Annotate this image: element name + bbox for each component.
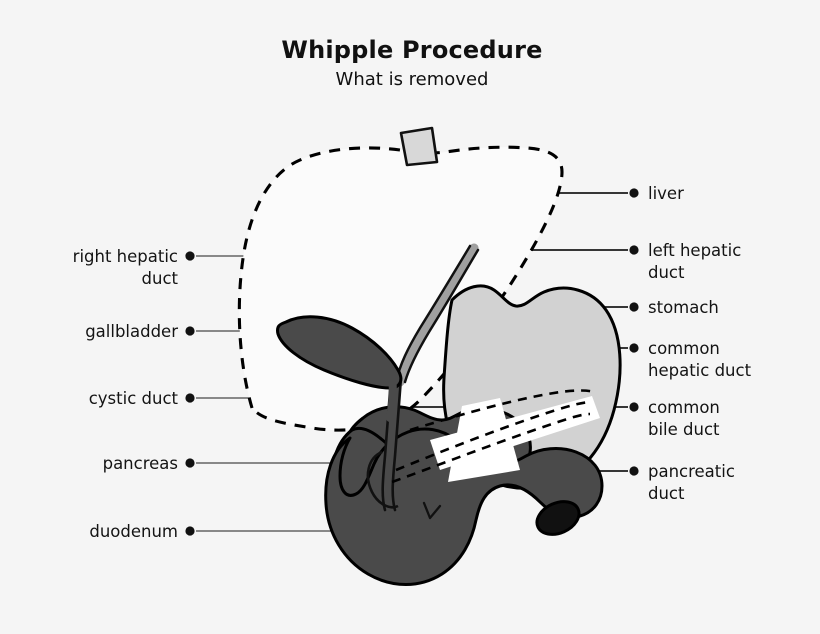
dot-common-hepatic-duct (629, 343, 639, 353)
dot-pancreatic-duct (629, 466, 639, 476)
dot-cystic-duct (185, 393, 195, 403)
labels-left-group: right hepatic duct gallbladder cystic du… (73, 247, 195, 541)
dot-stomach (629, 302, 639, 312)
label-common-hepatic-duct-line2: hepatic duct (648, 361, 752, 380)
dot-gallbladder (185, 326, 195, 336)
duodenum-fold-mark (422, 501, 442, 520)
label-cystic-duct: cystic duct (89, 389, 179, 408)
ampulla-loop (366, 450, 399, 509)
pancreatic-duct-dashed (391, 389, 595, 484)
label-right-hepatic-duct-line2: duct (142, 269, 179, 288)
dot-common-bile-duct (629, 402, 639, 412)
label-pancreatic-duct-line2: duct (648, 484, 685, 503)
cystic-duct-shape (386, 374, 397, 422)
label-left-hepatic-duct-line2: duct (648, 263, 685, 282)
label-liver: liver (648, 184, 684, 203)
dot-liver (629, 188, 639, 198)
label-duodenum: duodenum (89, 522, 178, 541)
left-hepatic-duct-shape (395, 243, 479, 387)
dot-pancreas (185, 458, 195, 468)
label-common-bile-duct-line1: common (648, 398, 720, 417)
dot-right-hepatic-duct (185, 251, 195, 261)
label-pancreatic-duct-line1: pancreatic (648, 462, 735, 481)
page-title: Whipple Procedure (281, 36, 542, 64)
label-common-hepatic-duct-line1: common (648, 339, 720, 358)
label-pancreas: pancreas (103, 454, 178, 473)
page-subtitle: What is removed (336, 69, 489, 90)
label-stomach: stomach (648, 298, 719, 317)
label-common-bile-duct-line2: bile duct (648, 420, 720, 439)
falciform-ligament-stub (399, 126, 439, 167)
label-right-hepatic-duct-line1: right hepatic (73, 247, 178, 266)
duodenum-lumen-opening (535, 500, 581, 536)
label-left-hepatic-duct-line1: left hepatic (648, 241, 741, 260)
dot-left-hepatic-duct (629, 245, 639, 255)
dot-duodenum (185, 526, 195, 536)
label-gallbladder: gallbladder (85, 322, 178, 341)
labels-right-group: liver left hepatic duct stomach common h… (629, 184, 752, 503)
